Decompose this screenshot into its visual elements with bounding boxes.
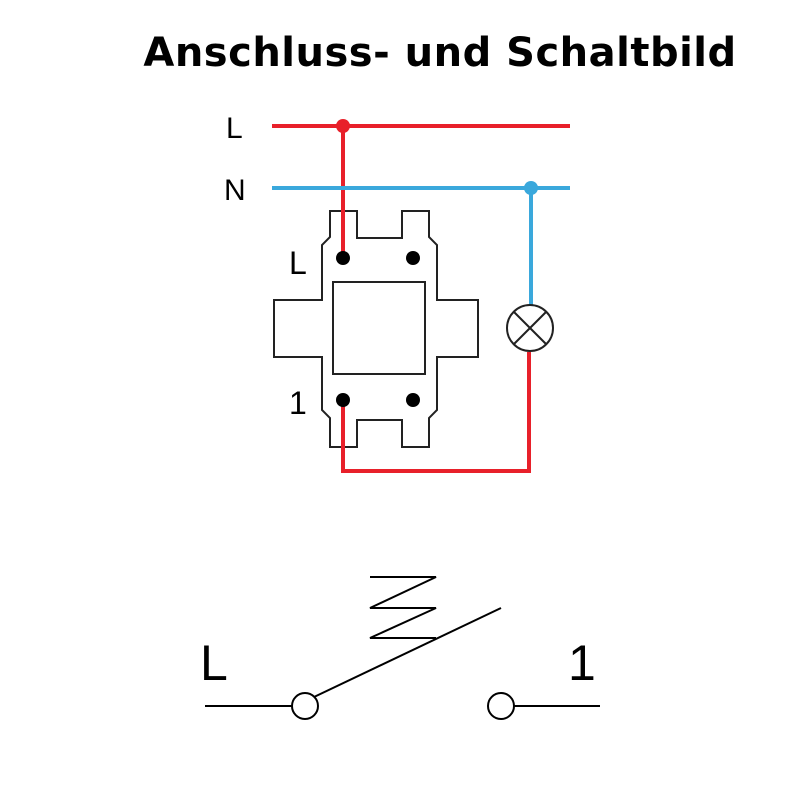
schematic-left-contact	[291, 692, 319, 720]
phase-junction-dot	[336, 119, 350, 133]
bus-label-n: N	[224, 174, 246, 207]
page-title: Anschluss- und Schaltbild	[143, 30, 737, 76]
terminal-top-right-dot	[406, 251, 420, 265]
schematic-label-1: 1	[568, 635, 596, 691]
switch-schematic: L 1	[200, 576, 600, 720]
switched-return-wire	[341, 352, 531, 473]
terminal-bottom-right-dot	[406, 393, 420, 407]
switch-body	[273, 210, 479, 448]
terminal-l-label: L	[289, 245, 307, 281]
terminal-1-dot	[336, 393, 350, 407]
schematic-switch-lever	[313, 607, 502, 698]
terminal-l-dot	[336, 251, 350, 265]
schematic-label-l: L	[200, 635, 228, 691]
neutral-junction-dot	[524, 181, 538, 195]
switch-center-square	[332, 281, 426, 375]
lamp-icon	[506, 304, 554, 352]
schematic-right-contact	[487, 692, 515, 720]
bus-label-l: L	[226, 112, 243, 145]
schematic-spring-zigzag	[369, 576, 437, 639]
terminal-1-label: 1	[289, 385, 307, 421]
